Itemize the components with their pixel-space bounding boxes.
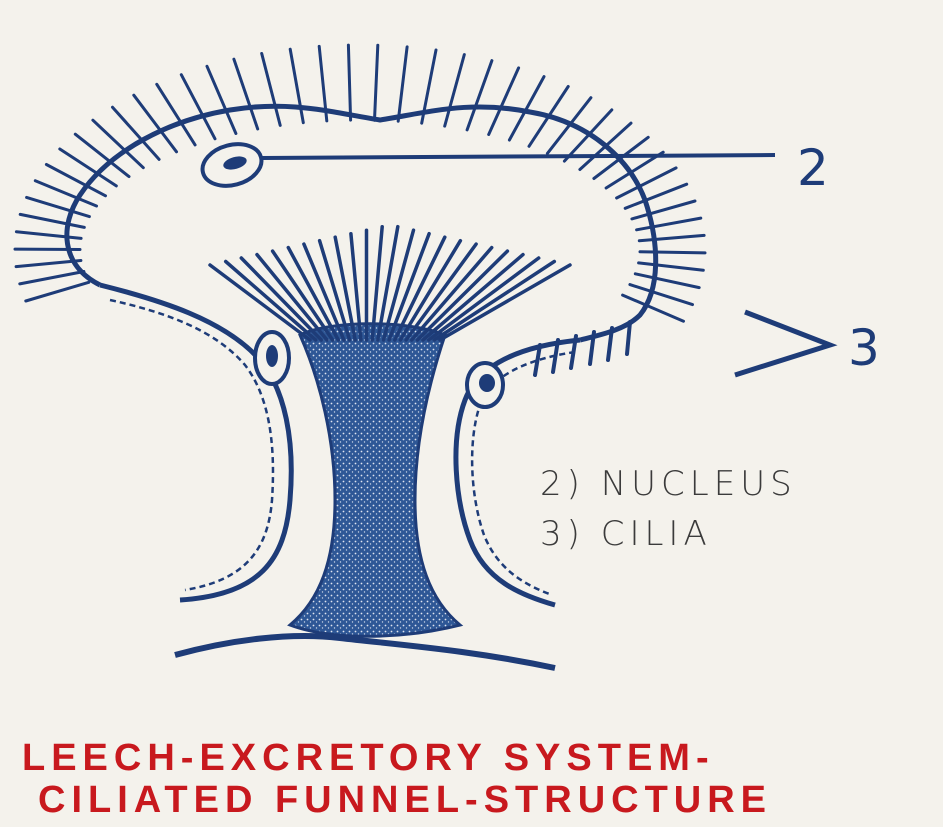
- inner-cilium: [440, 265, 570, 340]
- caption-line-1: LEECH-EXCRETORY SYSTEM-: [22, 737, 715, 779]
- cilium: [632, 201, 695, 219]
- inner-cilium: [434, 262, 554, 341]
- cilium: [262, 54, 281, 126]
- cilium: [234, 59, 258, 129]
- cilium: [639, 263, 704, 270]
- callout-cilia-number: 3: [848, 319, 880, 377]
- cilium: [467, 61, 492, 130]
- cilium: [207, 66, 236, 133]
- cilium: [637, 218, 701, 230]
- cilium: [20, 214, 84, 227]
- cilium: [290, 49, 303, 123]
- leader-line-nucleus: [262, 155, 775, 158]
- inner-cilium: [288, 248, 338, 340]
- cilium: [635, 274, 699, 288]
- nucleus-top: [198, 138, 266, 192]
- callout-nucleus-number: 2: [797, 139, 829, 197]
- legend-nucleus: 2) NUCLEUS: [540, 464, 797, 504]
- cilium: [640, 252, 705, 253]
- legend-cilia: 3) CILIA: [540, 514, 712, 554]
- cilium: [398, 47, 407, 121]
- cilium: [348, 45, 350, 120]
- cilium: [20, 272, 84, 284]
- nucleus-left: [255, 332, 289, 384]
- funnel-left-wall: [100, 285, 291, 600]
- funnel-base: [175, 636, 555, 668]
- funnel-stem: [290, 324, 460, 637]
- funnel-left-wall-inner: [110, 300, 273, 590]
- leader-line-cilia: [735, 312, 830, 375]
- cilium: [489, 68, 519, 135]
- cilium: [617, 168, 677, 198]
- cilium: [445, 55, 465, 127]
- funnel-lip-outline: [67, 106, 656, 340]
- caption-line-2: CILIATED FUNNEL-STRUCTURE: [38, 779, 772, 821]
- cilium: [16, 232, 81, 239]
- cilia-ring: [15, 45, 705, 321]
- cilium: [157, 84, 195, 145]
- cilium: [375, 45, 378, 120]
- cilium: [26, 282, 89, 301]
- inner-cilium: [395, 237, 445, 340]
- nucleus-right: [467, 363, 503, 407]
- cilium: [46, 165, 105, 196]
- cilium: [639, 235, 704, 240]
